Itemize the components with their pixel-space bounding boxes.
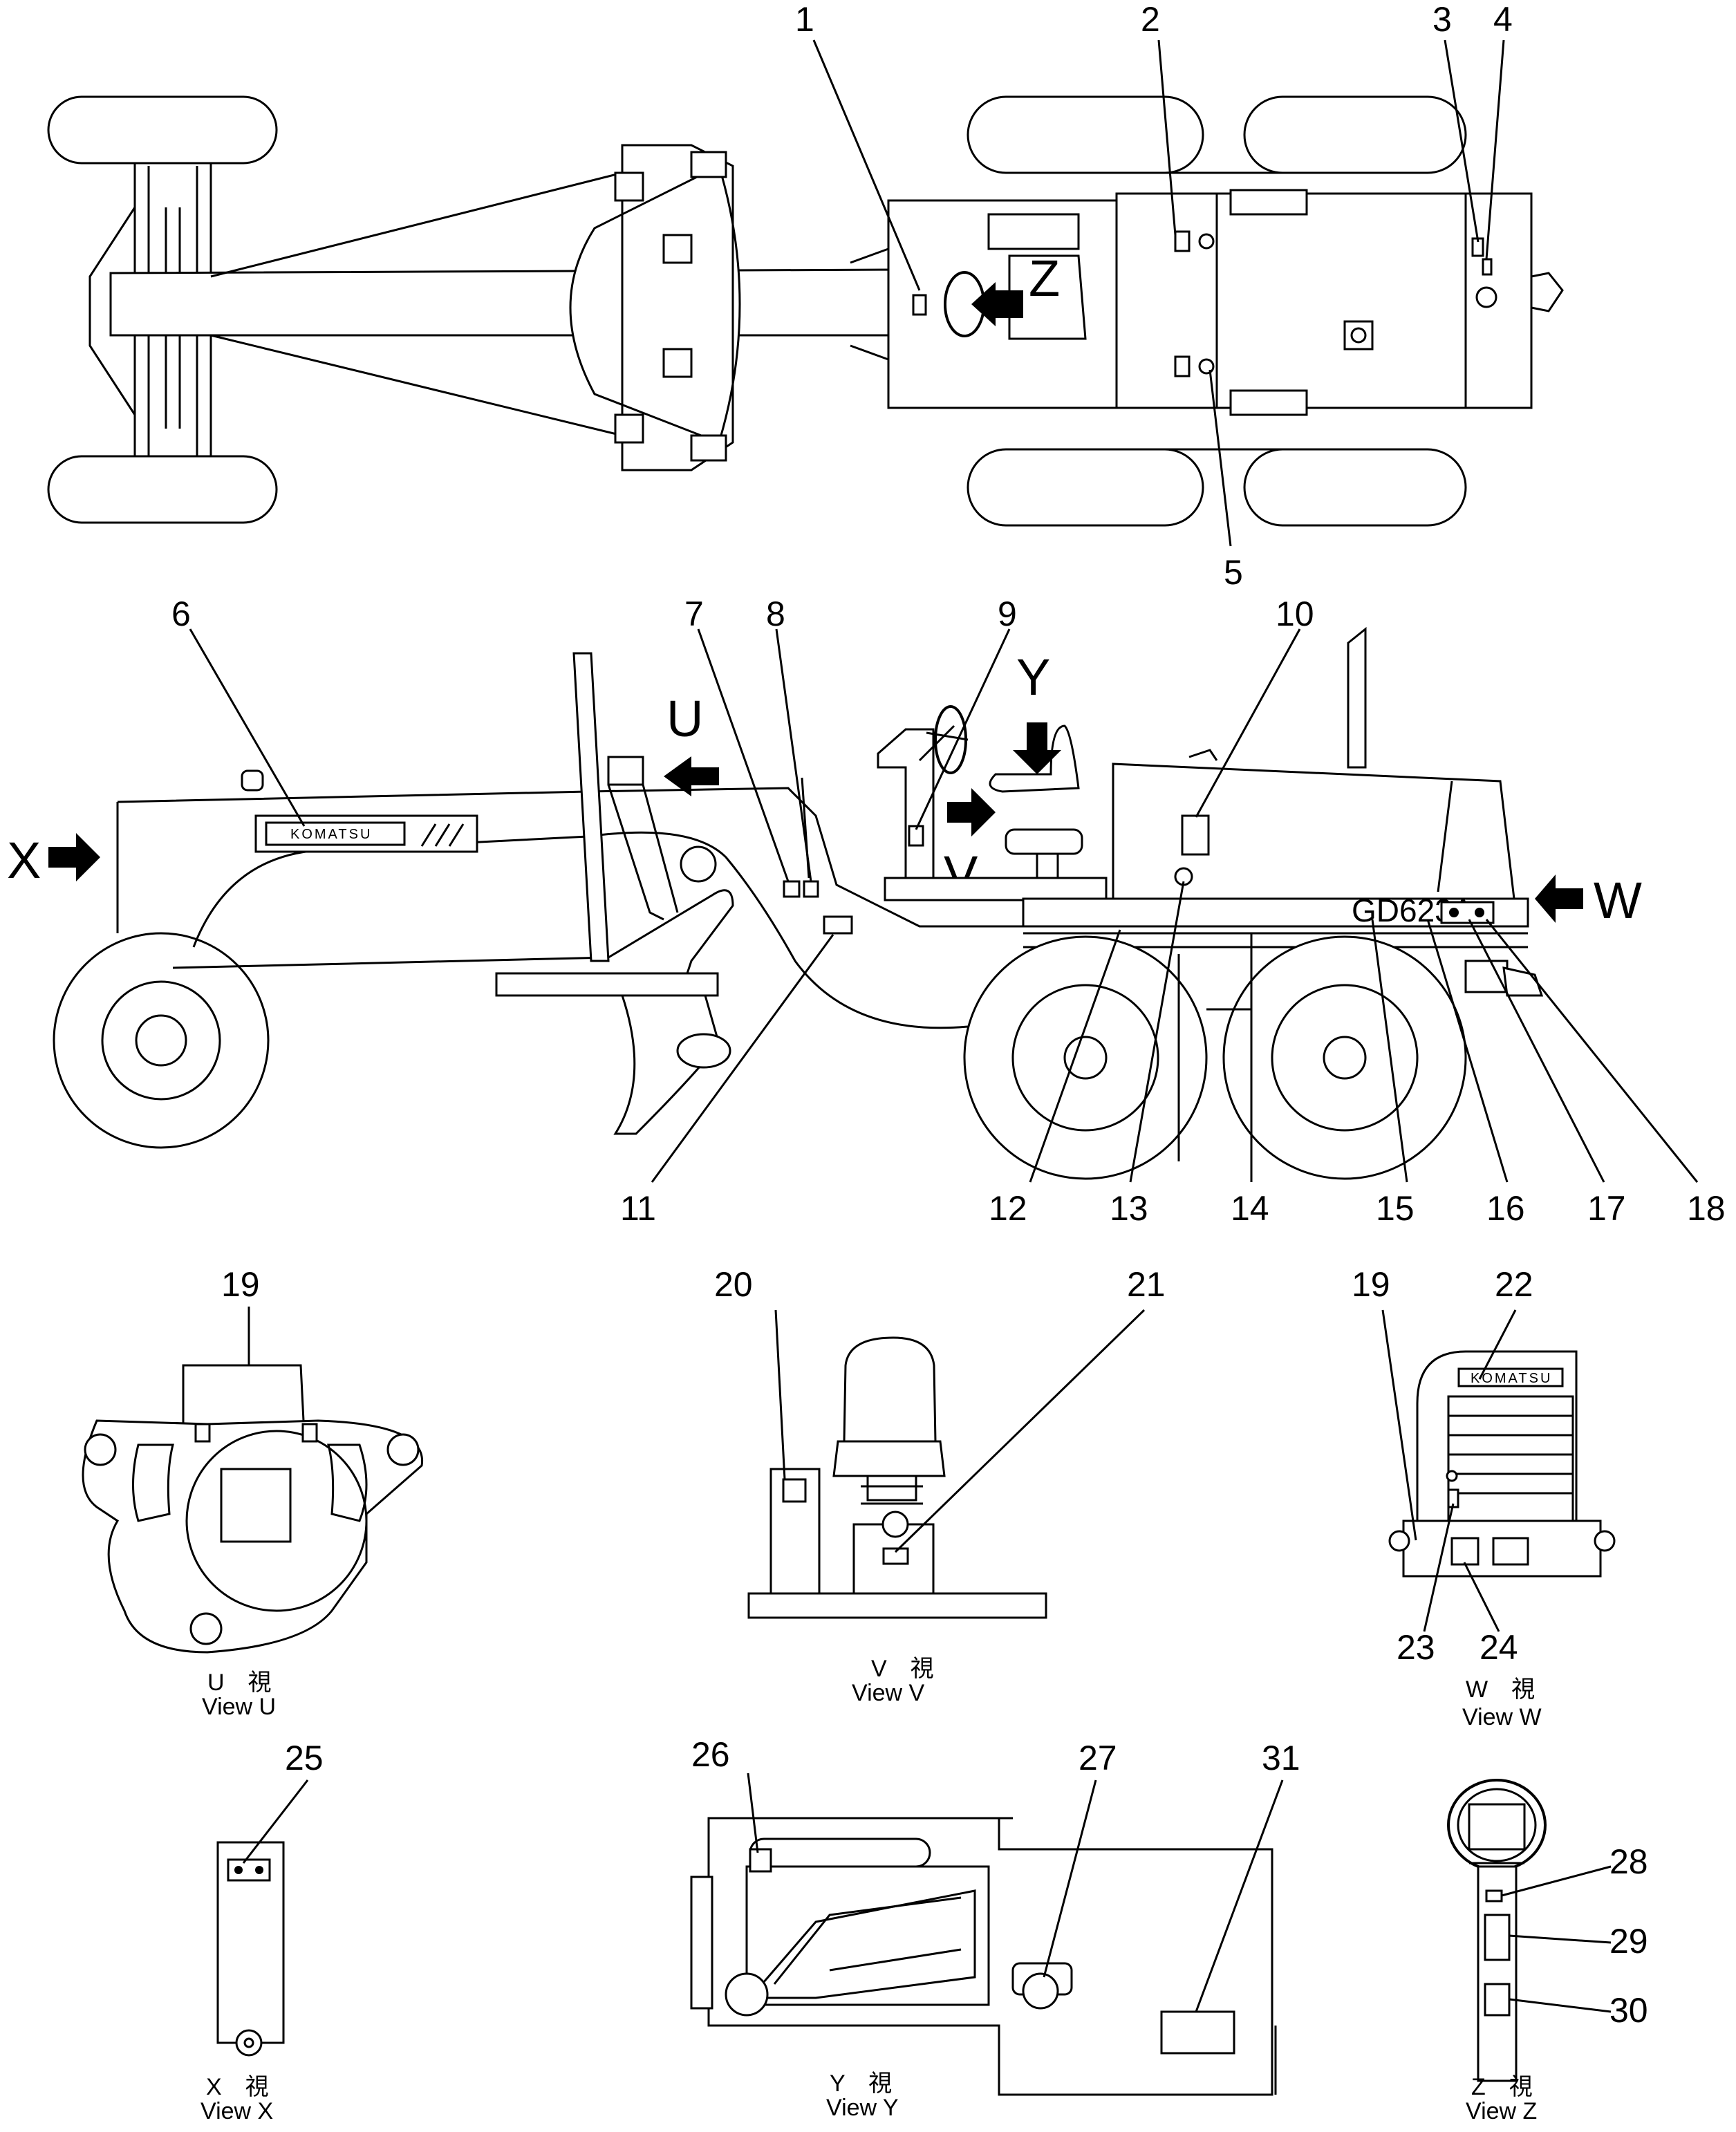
callout-13: 13 xyxy=(1110,1189,1148,1228)
view-u-label-jp: U 視 xyxy=(207,1670,272,1696)
callout-22: 22 xyxy=(1495,1265,1533,1304)
view-x-label-en: View X xyxy=(200,2098,273,2124)
view-x-label-jp: X 視 xyxy=(206,2074,269,2100)
front-wheel-lower xyxy=(47,455,278,524)
callout-12: 12 xyxy=(989,1189,1027,1228)
callout-14: 14 xyxy=(1231,1189,1269,1228)
view-u: U 視 View U xyxy=(82,1364,424,1720)
callout-30: 30 xyxy=(1609,1991,1648,2030)
view-z-label-en: View Z xyxy=(1466,2098,1537,2124)
view-w-label-jp: W 視 xyxy=(1466,1676,1535,1703)
rear-wheel-4 xyxy=(1243,448,1467,527)
view-v-seat-back xyxy=(843,1336,937,1443)
moldboard xyxy=(495,972,719,997)
callout-6: 6 xyxy=(171,595,191,633)
side-view: KOMATSU U X Y V xyxy=(7,626,1642,1180)
callout-25: 25 xyxy=(285,1739,324,1777)
callout-31: 31 xyxy=(1262,1739,1300,1777)
view-y: Y 視 View Y xyxy=(690,1817,1277,2121)
callout-7: 7 xyxy=(684,595,704,633)
marker-y: Y xyxy=(1016,648,1050,706)
top-view: Z xyxy=(47,95,1564,527)
view-u-label-en: View U xyxy=(202,1694,276,1720)
callout-19: 19 xyxy=(221,1265,260,1304)
callout-18: 18 xyxy=(1687,1189,1726,1228)
callout-3: 3 xyxy=(1432,0,1452,39)
view-v-label-en: View V xyxy=(852,1680,925,1706)
callout-24: 24 xyxy=(1480,1628,1518,1667)
circle-assembly xyxy=(569,164,741,444)
view-z: Z 視 View Z xyxy=(1447,1779,1547,2124)
callout-15: 15 xyxy=(1376,1189,1415,1228)
view-u-plate xyxy=(220,1468,292,1543)
operator-platform xyxy=(884,877,1108,901)
marker-z: Z xyxy=(1029,250,1060,307)
callout-numbers: 1 2 3 4 5 6 7 8 9 10 11 12 13 14 15 16 1… xyxy=(171,0,1726,2030)
callout-9: 9 xyxy=(998,595,1017,633)
seat-side xyxy=(989,724,1080,793)
callout-21: 21 xyxy=(1127,1265,1166,1304)
view-v-floor xyxy=(747,1592,1047,1619)
main-frame xyxy=(109,268,900,337)
callout-2: 2 xyxy=(1141,0,1160,39)
view-y-arrow xyxy=(1013,722,1061,774)
rear-wheel-2 xyxy=(1243,95,1467,174)
marker-u: U xyxy=(666,690,703,747)
callout-8: 8 xyxy=(766,595,785,633)
callout-26: 26 xyxy=(691,1735,730,1774)
view-x-arrow xyxy=(48,833,100,881)
view-z-arrow xyxy=(971,282,1023,326)
brand-side: KOMATSU xyxy=(290,827,372,842)
callout-11: 11 xyxy=(620,1189,656,1228)
brand-rear: KOMATSU xyxy=(1471,1371,1552,1386)
callout-29: 29 xyxy=(1609,1922,1648,1961)
callout-19-view-w: 19 xyxy=(1352,1265,1390,1304)
view-z-label-jp: Z 視 xyxy=(1471,2074,1533,2100)
view-x: X 視 View X xyxy=(200,1841,285,2124)
marker-x: X xyxy=(7,832,41,889)
view-u-arrow xyxy=(664,756,719,796)
decal-31 xyxy=(1160,2010,1235,2055)
view-v-label-jp: V 視 xyxy=(871,1656,934,1682)
rear-wheel-3 xyxy=(967,448,1204,527)
callout-28: 28 xyxy=(1609,1842,1648,1881)
callout-16: 16 xyxy=(1486,1189,1525,1228)
leader-lines xyxy=(189,39,1699,2013)
view-y-label-jp: Y 視 xyxy=(830,2070,892,2097)
view-w: KOMATSU W 視 View W xyxy=(1388,1350,1616,1730)
callout-27: 27 xyxy=(1079,1739,1117,1777)
callout-5: 5 xyxy=(1224,553,1243,592)
view-v-arrow xyxy=(947,788,996,836)
marker-w: W xyxy=(1594,872,1642,929)
rear-wheel-side-1 xyxy=(963,935,1208,1180)
engine-hood xyxy=(1112,763,1515,900)
view-v: V 視 View V xyxy=(747,1336,1047,1706)
view-y-label-en: View Y xyxy=(826,2095,899,2121)
rear-wheel-side-2 xyxy=(1222,935,1467,1180)
callout-4: 4 xyxy=(1493,0,1513,39)
callout-23: 23 xyxy=(1397,1628,1435,1667)
callout-20: 20 xyxy=(714,1265,753,1304)
callout-10: 10 xyxy=(1276,595,1314,633)
callout-17: 17 xyxy=(1587,1189,1626,1228)
callout-1: 1 xyxy=(795,0,814,39)
view-w-label-en: View W xyxy=(1462,1704,1542,1730)
view-w-arrow xyxy=(1535,875,1583,923)
front-wheel-upper xyxy=(47,95,278,165)
decal-10 xyxy=(1181,814,1210,856)
front-wheel-side xyxy=(53,932,270,1149)
